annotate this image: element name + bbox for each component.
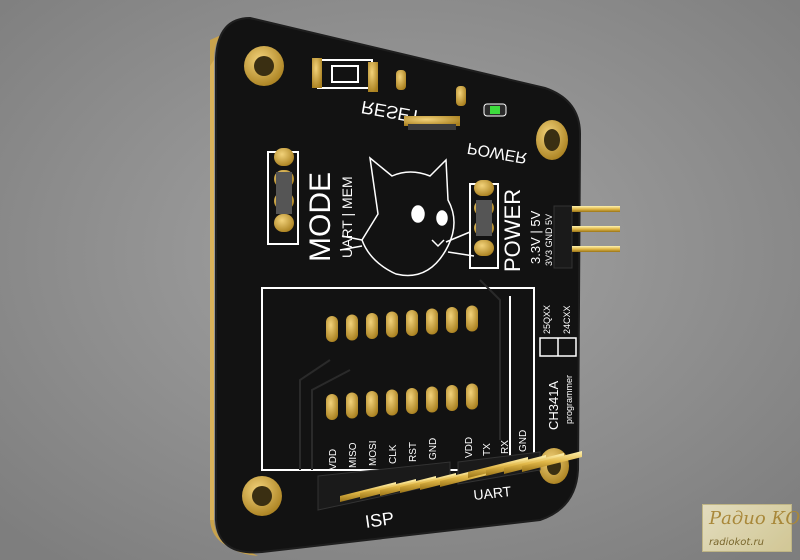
pin-label: MOSI	[368, 440, 379, 466]
socket-pad	[386, 311, 398, 338]
watermark-brand: Радио КОТ	[709, 508, 800, 529]
chip-name: CH341A	[546, 381, 561, 430]
socket-pad	[426, 386, 438, 413]
socket-pad	[366, 391, 378, 417]
isp-pin-labels: VDD MISO MOSI CLK RST GND	[328, 438, 439, 470]
socket-pad	[446, 307, 458, 333]
power-jumper	[469, 180, 499, 269]
mem-type-jumper	[539, 337, 577, 357]
mem-type-2: 24CXX	[562, 305, 572, 334]
mounting-hole-bottom-left	[242, 476, 282, 516]
pin-label: MISO	[348, 442, 359, 468]
mem-type-1: 25QXX	[542, 305, 552, 334]
socket-pad	[326, 316, 338, 342]
pin-label: TX	[482, 443, 493, 456]
socket-pads-bottom	[326, 383, 478, 420]
uart-label: UART	[473, 483, 513, 503]
socket-pad	[346, 392, 358, 419]
header-pins-label: 3V3 GND 5V	[544, 214, 554, 266]
pcb-board	[215, 16, 582, 554]
socket-pad	[426, 308, 438, 335]
socket-pad	[386, 389, 398, 416]
pin-label: VDD	[464, 437, 475, 458]
watermark-url: radiokot.ru	[709, 537, 764, 548]
pin-label: CLK	[388, 444, 399, 464]
smd-pads-top	[396, 70, 466, 130]
pin-label: RST	[408, 442, 419, 462]
power-led	[483, 103, 507, 117]
pin-label: VDD	[328, 449, 339, 470]
socket-pad	[466, 305, 478, 332]
watermark: Радио КОТ radiokot.ru	[702, 504, 800, 552]
power-options: 3.3V | 5V	[528, 210, 543, 264]
chip-sub: programmer	[564, 375, 574, 424]
socket-pad	[406, 388, 418, 414]
mode-options: UART | MEM	[339, 176, 355, 258]
mode-jumper	[267, 148, 299, 245]
isp-label: ISP	[364, 508, 396, 532]
power-header	[553, 205, 620, 269]
traces	[299, 279, 501, 470]
mounting-hole-top-left	[244, 46, 284, 86]
board-side	[210, 60, 214, 520]
mounting-hole-top-right	[536, 120, 568, 160]
cat-logo	[339, 156, 475, 277]
mode-title: MODE	[304, 172, 337, 262]
socket-pads-top	[326, 305, 478, 342]
socket-pad	[406, 310, 418, 336]
power-title: POWER	[500, 189, 525, 272]
socket-pad	[346, 314, 358, 341]
socket-pad	[366, 313, 378, 339]
socket-pad	[326, 394, 338, 420]
reset-button	[312, 58, 378, 92]
pin-label: GND	[518, 430, 529, 452]
pin-label: GND	[428, 438, 439, 460]
header-pin	[522, 451, 582, 472]
socket-pad	[446, 385, 458, 411]
socket-pad	[466, 383, 478, 410]
pin-label: RX	[500, 440, 511, 454]
uart-pin-labels: VDD TX RX GND	[464, 430, 529, 458]
uart-header-pins	[468, 451, 582, 478]
